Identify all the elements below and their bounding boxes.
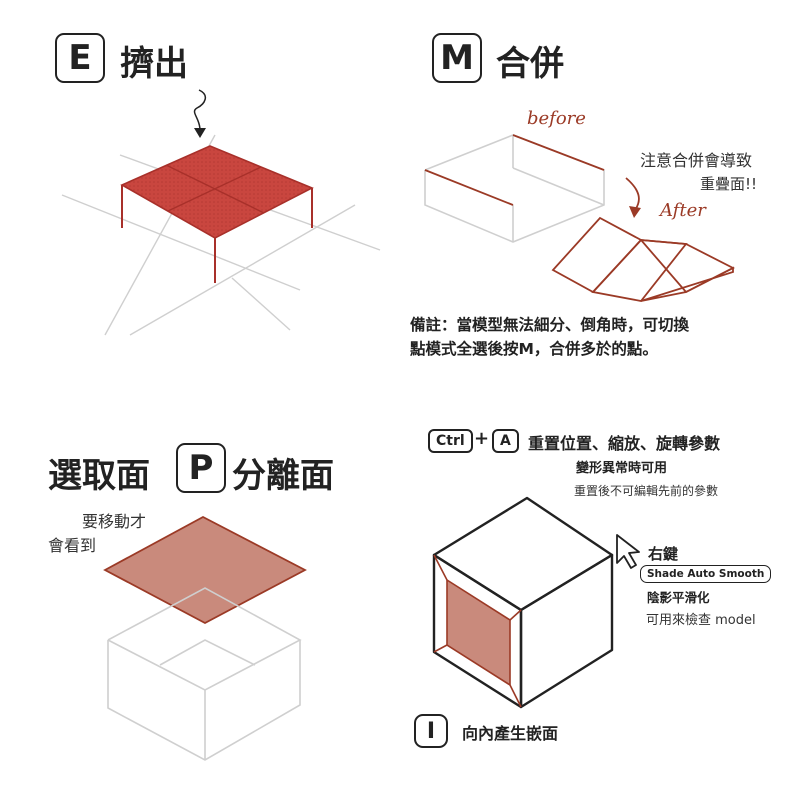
- merge-note-line1: 備註：當模型無法細分、倒角時，可切換: [410, 316, 690, 334]
- merge-title: 合併: [496, 44, 564, 84]
- ctrl-key: Ctrl: [428, 429, 473, 453]
- merge-after-roof: [551, 216, 735, 302]
- merge-before-top-edges: [424, 134, 605, 206]
- separate-key: P: [176, 443, 226, 493]
- extrude-top-face: [120, 145, 314, 239]
- right-click-label: 右鍵: [648, 545, 679, 563]
- merge-key: M: [432, 33, 482, 83]
- inset-label: 向內產生嵌面: [462, 724, 559, 743]
- shade-auto-smooth-pill: Shade Auto Smooth: [640, 565, 772, 583]
- separate-hint-line1: 要移動才: [82, 512, 147, 531]
- separate-diagram: [103, 515, 307, 761]
- inset-key: I: [414, 714, 448, 748]
- extrude-key: E: [55, 33, 105, 83]
- extrude-arrow-head: [194, 128, 206, 138]
- separate-suffix: 分離面: [232, 456, 334, 496]
- reset-title: 重置位置、縮放、旋轉參數: [528, 434, 721, 453]
- inset-connecting-edges: [433, 554, 522, 708]
- extrude-diagram: [61, 89, 381, 336]
- merge-arrow-head: [629, 206, 641, 218]
- extrude-arrow: [193, 89, 207, 131]
- merge-before-label: before: [527, 108, 586, 129]
- merge-diagram: [424, 134, 735, 302]
- merge-note-line2: 點模式全選後按M，合併多於的點。: [410, 340, 658, 358]
- separated-face: [103, 515, 307, 625]
- separate-hint-line2: 會看到: [48, 536, 97, 555]
- reset-subtitle: 變形異常時可用: [576, 461, 668, 476]
- merge-warning-line2: 重疊面!!: [700, 175, 758, 193]
- extrude-face-divisions: [165, 164, 265, 214]
- extrude-title: 擠出: [120, 44, 188, 84]
- merge-after-label: After: [660, 200, 706, 221]
- extrude-vertical-edges: [121, 185, 313, 283]
- merge-warning-line1: 注意合併會導致: [640, 151, 753, 170]
- shade-hint: 可用來檢查 model: [646, 613, 756, 628]
- shade-desc: 陰影平滑化: [647, 590, 710, 605]
- plus-sign: +: [474, 428, 490, 449]
- merge-curved-arrow: [625, 177, 640, 211]
- merge-before-box: [424, 134, 605, 243]
- reset-hint: 重置後不可編輯先前的參數: [574, 484, 719, 498]
- cursor-icon: [616, 534, 640, 569]
- separate-prefix: 選取面: [48, 456, 150, 496]
- inset-diagram: [432, 496, 640, 709]
- separate-box: [107, 587, 302, 761]
- a-key: A: [492, 429, 519, 453]
